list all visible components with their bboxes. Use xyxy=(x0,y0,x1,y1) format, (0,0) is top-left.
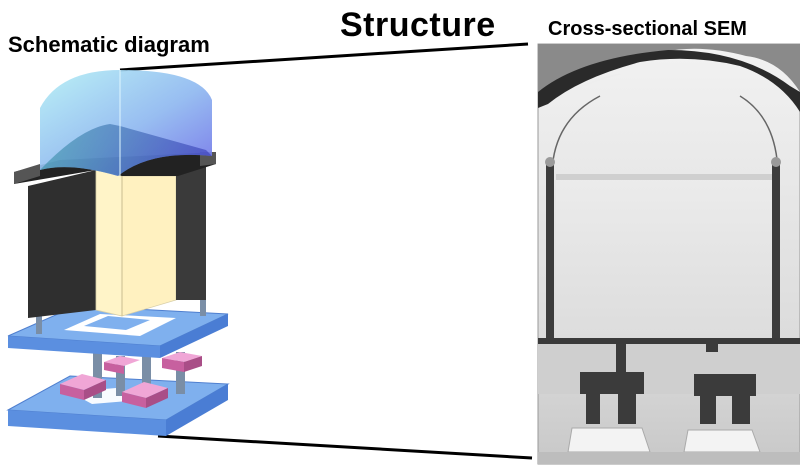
connector-line-bottom xyxy=(157,434,533,460)
middle-plate xyxy=(7,305,229,358)
pink-pads-bottom xyxy=(60,374,168,408)
sem-image xyxy=(537,43,800,465)
cavity-box xyxy=(14,152,216,318)
structure-title: Structure xyxy=(340,6,496,44)
pink-pads-upper xyxy=(104,352,202,374)
connector-line-top xyxy=(119,42,529,72)
lower-pillars xyxy=(93,352,185,400)
schematic-diagram xyxy=(6,70,230,436)
cross-sectional-sem-label: Cross-sectional SEM xyxy=(548,18,747,40)
dome-lens xyxy=(40,70,212,176)
schematic-diagram-label: Schematic diagram xyxy=(8,32,210,57)
